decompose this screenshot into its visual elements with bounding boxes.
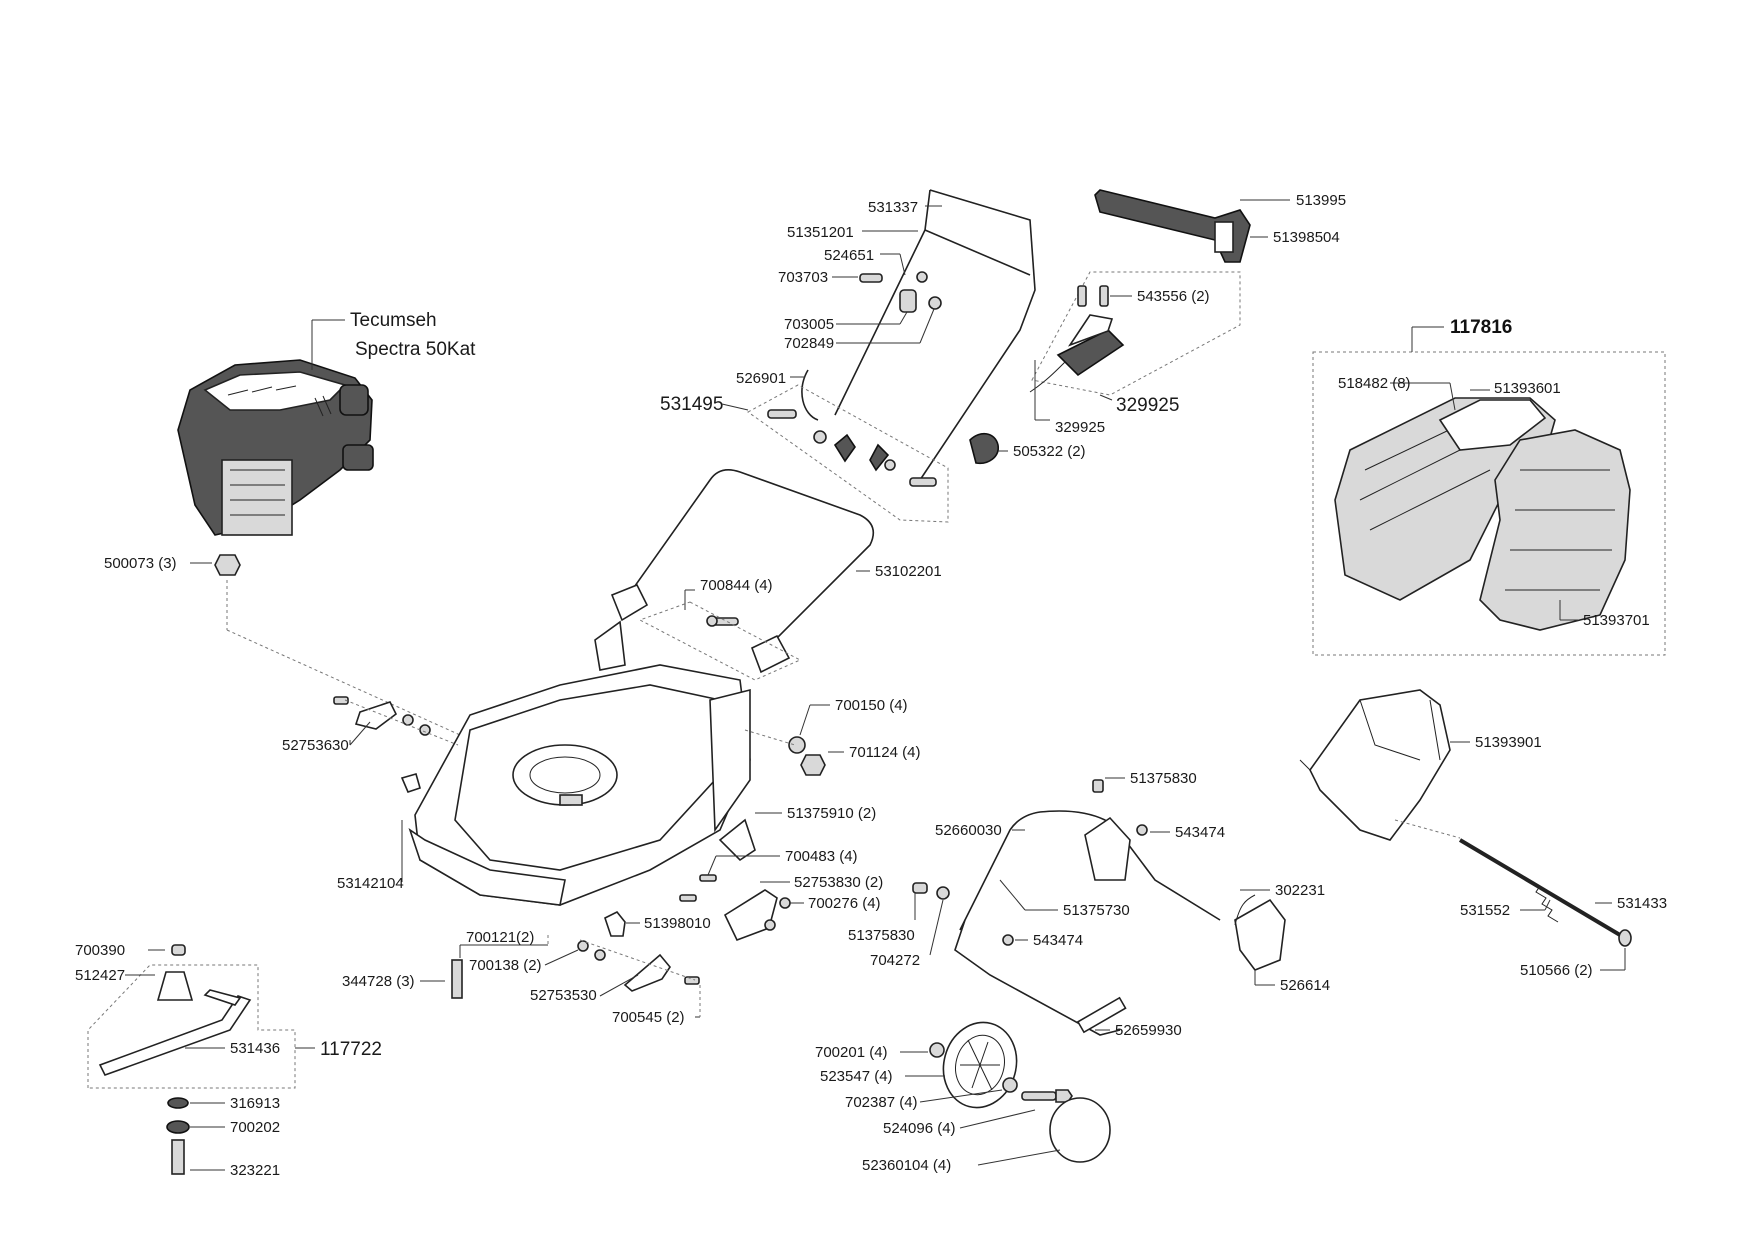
label-524651: 524651 — [824, 247, 874, 264]
label-51393901: 51393901 — [1475, 734, 1542, 751]
handle-fasteners — [767, 271, 942, 487]
label-543474-top: 543474 — [1175, 824, 1225, 841]
label-52360104: 52360104 (4) — [862, 1157, 951, 1174]
label-52659930: 52659930 — [1115, 1022, 1182, 1039]
wheel-assembly — [929, 1021, 1111, 1163]
label-531433: 531433 — [1617, 895, 1667, 912]
label-704272: 704272 — [870, 952, 920, 969]
label-52753830: 52753830 (2) — [794, 874, 883, 891]
label-329925-small: 329925 — [1055, 419, 1105, 436]
label-510566: 510566 (2) — [1520, 962, 1593, 979]
label-703005: 703005 — [784, 316, 834, 333]
label-52660030: 52660030 — [935, 822, 1002, 839]
upper-handle — [834, 189, 1036, 481]
label-700202: 700202 — [230, 1119, 280, 1136]
label-302231: 302231 — [1275, 882, 1325, 899]
label-51398504: 51398504 — [1273, 229, 1340, 246]
label-52753530: 52753530 — [530, 987, 597, 1004]
label-512427: 512427 — [75, 967, 125, 984]
engine-model: Spectra 50Kat — [355, 339, 476, 360]
label-51375830-top: 51375830 — [1130, 770, 1197, 787]
label-117722: 117722 — [320, 1039, 382, 1060]
nut-part — [214, 554, 241, 576]
label-523547: 523547 (4) — [820, 1068, 893, 1085]
label-51351201: 51351201 — [787, 224, 854, 241]
label-700390: 700390 — [75, 942, 125, 959]
label-700483: 700483 (4) — [785, 848, 858, 865]
label-700276: 700276 (4) — [808, 895, 881, 912]
label-702849: 702849 — [784, 335, 834, 352]
label-703703: 703703 — [778, 269, 828, 286]
label-53102201: 53102201 — [875, 563, 942, 580]
label-518482: 518482 (8) — [1338, 375, 1411, 392]
grass-box-group-frame — [1312, 351, 1666, 656]
label-702387: 702387 (4) — [845, 1094, 918, 1111]
bolt-700844 — [706, 615, 739, 627]
engine-brand: Tecumseh — [350, 310, 437, 331]
label-531337: 531337 — [868, 199, 918, 216]
label-51398010: 51398010 — [644, 915, 711, 932]
label-323221: 323221 — [230, 1162, 280, 1179]
label-524096: 524096 (4) — [883, 1120, 956, 1137]
label-344728: 344728 (3) — [342, 973, 415, 990]
label-51375830-bottom: 51375830 — [848, 927, 915, 944]
mower-deck — [408, 620, 751, 906]
label-701124: 701124 (4) — [849, 744, 920, 761]
label-700844: 700844 (4) — [700, 577, 773, 594]
label-117816: 117816 — [1450, 317, 1512, 338]
axle-fasteners — [912, 779, 1148, 946]
blade-mount-fasteners — [451, 940, 700, 999]
hinge-51375910 — [718, 818, 756, 862]
label-526901: 526901 — [736, 370, 786, 387]
label-51393701: 51393701 — [1583, 612, 1650, 629]
label-700138: 700138 (2) — [469, 957, 542, 974]
label-505322: 505322 (2) — [1013, 443, 1086, 460]
label-700201: 700201 (4) — [815, 1044, 888, 1061]
label-51375730: 51375730 — [1063, 902, 1130, 919]
label-531495: 531495 — [660, 394, 723, 415]
label-500073: 500073 (3) — [104, 555, 177, 572]
label-700121: 700121(2) — [466, 929, 534, 946]
label-53142104: 53142104 — [337, 875, 404, 892]
label-543474-bottom: 543474 — [1033, 932, 1083, 949]
cable-clip — [969, 432, 999, 465]
label-543556: 543556 (2) — [1137, 288, 1210, 305]
blade-group-frame — [87, 964, 296, 1089]
engine-illustration — [177, 359, 374, 536]
label-700150: 700150 (4) — [835, 697, 908, 714]
deflector-rod — [1458, 838, 1632, 947]
rear-deflector — [1299, 689, 1451, 841]
clip-51398010 — [604, 910, 626, 937]
label-52753630: 52753630 — [282, 737, 349, 754]
grass-box-body — [1334, 397, 1631, 631]
blade-parts — [98, 944, 252, 1175]
label-513995: 513995 — [1296, 192, 1346, 209]
label-531436: 531436 — [230, 1040, 280, 1057]
label-51393601: 51393601 — [1494, 380, 1561, 397]
label-526614: 526614 — [1280, 977, 1330, 994]
label-329925-large: 329925 — [1116, 395, 1179, 416]
height-adjust-axle — [954, 810, 1286, 1036]
washer-nut-group — [788, 736, 826, 776]
label-51375910: 51375910 (2) — [787, 805, 876, 822]
label-316913: 316913 — [230, 1095, 280, 1112]
throttle-lever — [1029, 285, 1125, 393]
lower-handle — [610, 469, 875, 674]
label-700545: 700545 (2) — [612, 1009, 685, 1026]
label-531552: 531552 — [1460, 902, 1510, 919]
handle-grip — [1094, 189, 1251, 263]
